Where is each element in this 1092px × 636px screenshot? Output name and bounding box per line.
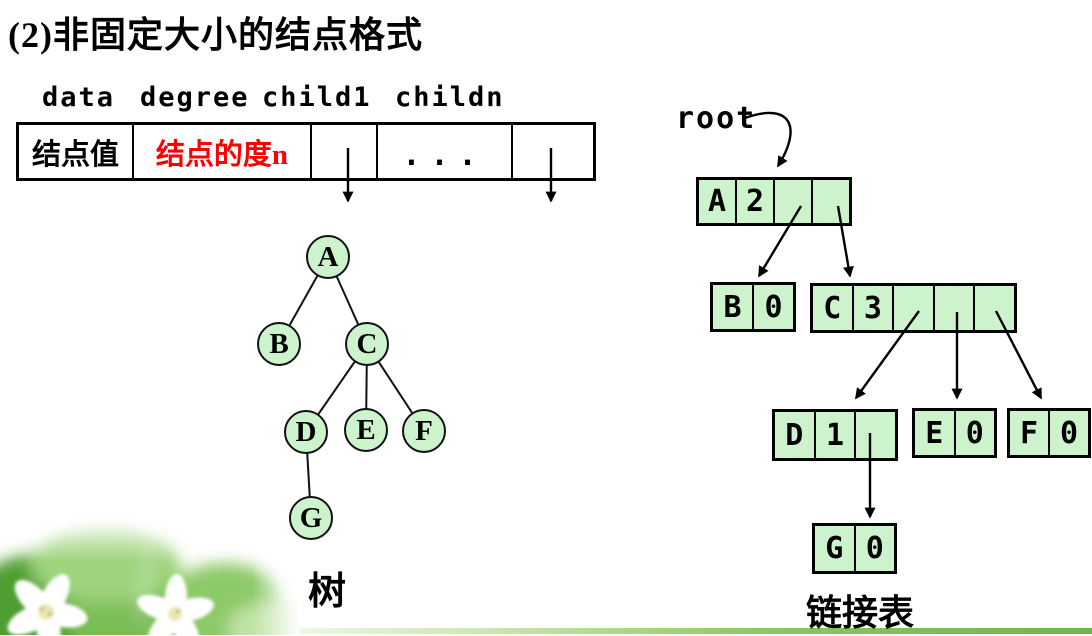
tree-node-F: F xyxy=(402,409,446,453)
cell-data-value: 结点值 xyxy=(19,125,134,178)
linked-node-A-ptr1 xyxy=(775,180,813,223)
linked-node-G-data: G xyxy=(815,526,856,571)
tree-node-E: E xyxy=(344,408,388,452)
flower-photo xyxy=(0,510,300,635)
linked-node-A-data: A xyxy=(699,180,737,223)
linked-node-G: G 0 xyxy=(812,523,897,574)
linked-node-F: F 0 xyxy=(1007,408,1091,458)
tree-node-C: C xyxy=(345,322,389,366)
linked-node-A-ptr2 xyxy=(813,180,849,223)
cell-degree-value: 结点的度n xyxy=(134,125,312,178)
linked-node-E-data: E xyxy=(915,411,956,455)
root-pointer-label: root xyxy=(676,101,757,136)
page-title: (2)非固定大小的结点格式 xyxy=(8,15,423,55)
linked-node-D-ptr1 xyxy=(856,412,895,458)
tree-node-D: D xyxy=(284,410,328,454)
linked-node-F-degree: 0 xyxy=(1059,415,1079,451)
field-label-child1: child1 xyxy=(262,82,372,113)
linked-node-C-degree: 3 xyxy=(854,286,895,330)
linked-node-D: D 1 xyxy=(772,409,898,461)
linked-node-C-ptr3 xyxy=(975,286,1014,330)
bottom-accent-bar xyxy=(0,628,1092,634)
linked-node-E: E 0 xyxy=(912,408,997,458)
linked-node-E-degree: 0 xyxy=(965,415,984,451)
field-label-degree: degree xyxy=(140,82,250,113)
linked-node-B-data: B xyxy=(713,285,754,329)
linked-node-G-degree: 0 xyxy=(865,531,884,566)
field-label-data: data xyxy=(42,82,116,113)
linked-node-A: A 2 xyxy=(696,177,852,226)
linked-node-F-data: F xyxy=(1010,411,1050,455)
flower-blossom xyxy=(7,574,214,635)
linked-node-B-degree: 0 xyxy=(764,289,783,325)
linked-node-C-data: C xyxy=(813,286,854,330)
tree-node-A: A xyxy=(306,235,350,279)
cell-childn-pointer xyxy=(513,125,593,178)
linked-node-D-degree: 1 xyxy=(816,412,857,458)
linked-node-C-ptr2 xyxy=(935,286,976,330)
tree-node-B: B xyxy=(257,322,301,366)
tree-caption: 树 xyxy=(308,571,347,613)
linked-node-A-degree: 2 xyxy=(737,180,775,223)
linked-node-C-ptr1 xyxy=(894,286,935,330)
cell-child1-pointer xyxy=(312,125,378,178)
cell-ellipsis: ... xyxy=(378,125,513,178)
linked-node-B: B 0 xyxy=(710,282,796,332)
field-label-childn: childn xyxy=(395,82,505,113)
node-format-table: 结点值 结点的度n ... xyxy=(16,122,596,181)
linked-caption: 链接表 xyxy=(806,593,915,633)
tree-node-G: G xyxy=(289,496,333,540)
linked-node-C: C 3 xyxy=(810,283,1017,333)
linked-node-D-data: D xyxy=(775,412,816,458)
